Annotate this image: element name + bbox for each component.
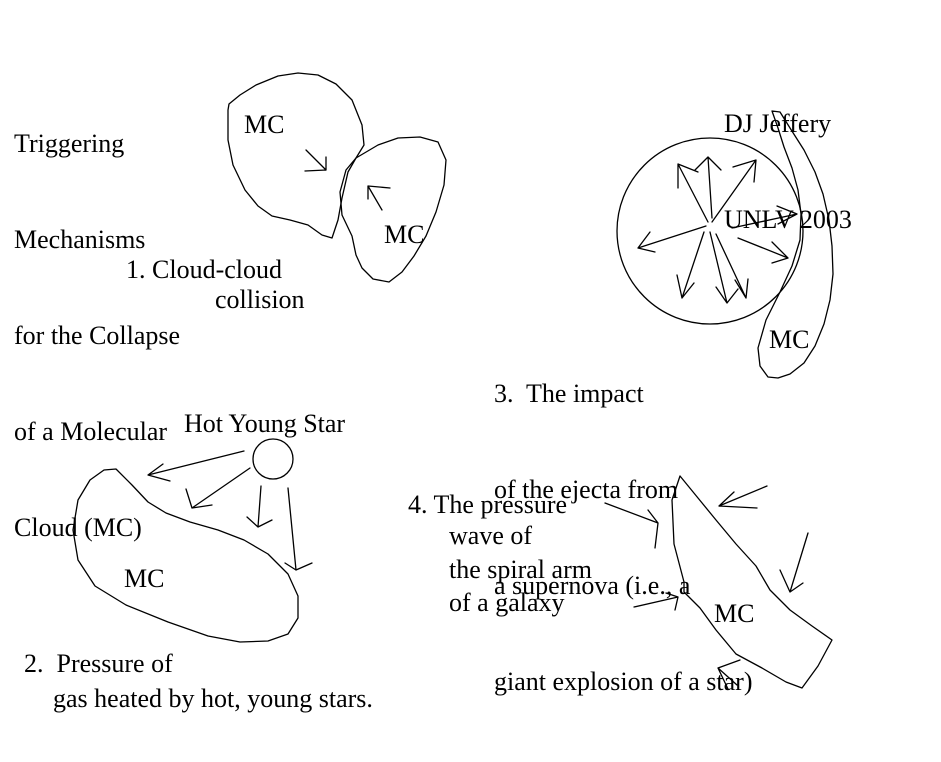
panel4-arrow-3 [779, 532, 809, 593]
panel3-arrow-right [731, 205, 798, 229]
title-line: Cloud (MC) [14, 513, 142, 542]
panel3-arrow-down [709, 231, 739, 304]
title-line: Mechanisms [14, 225, 146, 254]
panel3-arrow-up [694, 156, 722, 219]
panel2-arrow-3 [246, 485, 273, 528]
panel4-arrow-2 [718, 485, 768, 509]
panel1-cloud-a-label: MC [244, 110, 285, 139]
author-line: DJ Jeffery [724, 109, 832, 138]
panel1-cloud-b-label: MC [384, 220, 425, 249]
panel3-caption-line: of the ejecta from [494, 475, 679, 504]
panel4-arrow-5 [717, 659, 741, 690]
panel3-caption-line: giant explosion of a star) [494, 667, 753, 696]
panel3-caption-line: 3. The impact [494, 379, 644, 408]
panel4-caption-line-1: 4. The pressure [408, 490, 568, 519]
panel3-arrow-lower-right [737, 237, 789, 264]
panel3-cloud-label: MC [769, 325, 810, 354]
panel3-cloud-outline [757, 110, 834, 379]
panel3-caption: 3. The impact of the ejecta from a super… [494, 314, 753, 762]
panel3-arrow-left [637, 225, 707, 253]
panel4-cloud-label: MC [714, 599, 755, 628]
title-line: Triggering [14, 129, 125, 158]
panel1-caption-line-2: collision [215, 285, 305, 314]
panel1-cloud-a-outline [227, 72, 365, 239]
title-line: of a Molecular [14, 417, 168, 446]
panel1-cloud-b-outline [339, 136, 447, 283]
panel3-arrow-down-right [715, 233, 749, 299]
panel1-arrow-b [367, 185, 391, 211]
panel2-caption-line-1: 2. Pressure of [24, 649, 173, 678]
panel4-caption-line-4: of a galaxy [449, 588, 565, 617]
author-line: UNLV 2003 [724, 205, 852, 234]
panel3-caption-line: a supernova (i.e., a [494, 571, 691, 600]
diagram-drawing [72, 72, 834, 690]
title-line: for the Collapse [14, 321, 181, 350]
panel2-cloud-label: MC [124, 564, 165, 593]
panel4-arrow-1 [604, 502, 659, 549]
diagram-title: Triggering Mechanisms for the Collapse o… [14, 64, 180, 608]
panel2-star-circle [252, 438, 294, 480]
panel3-arrow-upper-right [711, 159, 757, 223]
panel1-arrow-a [304, 149, 327, 172]
panel2-caption-line-2: gas heated by hot, young stars. [53, 684, 373, 713]
panel2-arrow-1 [147, 450, 245, 482]
author-credit: DJ Jeffery UNLV 2003 [724, 44, 852, 300]
panel2-arrow-4 [284, 487, 313, 571]
panel2-star-label: Hot Young Star [184, 409, 346, 438]
panel1-caption-line-1: 1. Cloud-cloud [126, 255, 282, 284]
panel4-cloud-outline [671, 475, 833, 689]
panel4-caption-line-3: the spiral arm [449, 555, 592, 584]
panel4-caption-line-2: wave of [449, 521, 533, 550]
panel3-arrow-lower-left [676, 231, 705, 299]
panel2-cloud-outline [72, 468, 299, 643]
panel2-arrow-2 [185, 467, 251, 509]
panel3-arrow-upper-left [677, 163, 709, 223]
panel3-supernova-circle [616, 137, 804, 325]
diagram-canvas: Triggering Mechanisms for the Collapse o… [14, 44, 852, 713]
panel4-arrow-4 [633, 592, 679, 611]
